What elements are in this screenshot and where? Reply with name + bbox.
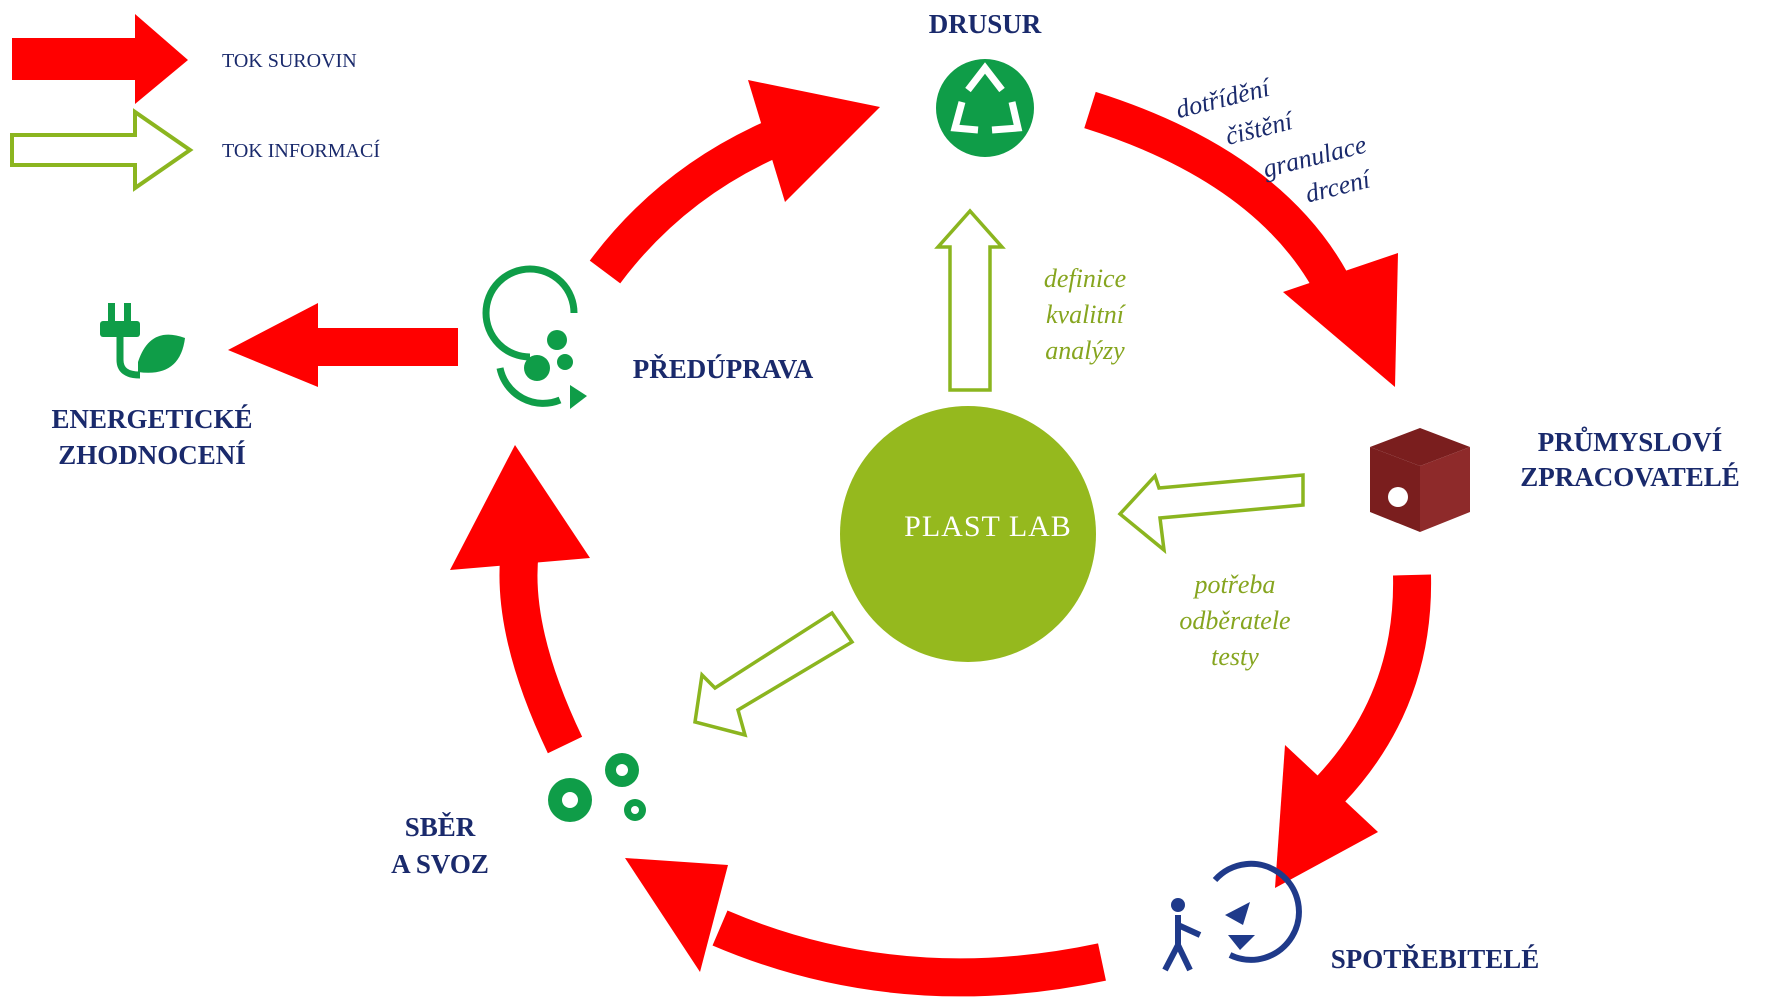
recycle-icon [936, 59, 1034, 157]
box-icon [1370, 428, 1470, 532]
arc-processors-to-consumers-head [1275, 745, 1378, 888]
processors-lab-note-1: potřeba [1194, 570, 1276, 599]
processors-label-line1: PRŮMYSLOVÍ [1537, 427, 1723, 457]
arc-drusur-to-processors [1084, 91, 1358, 309]
gears-cycle-icon [482, 265, 587, 409]
lab-drusur-note-3: analýzy [1045, 336, 1125, 365]
collection-label-line1: SBĚR [404, 812, 476, 842]
arc-preprocessing-to-drusur [589, 122, 778, 284]
plast-lab-circle [840, 406, 1096, 662]
info-arrow-processors-to-lab [1117, 472, 1305, 555]
preprocessing-label: PŘEDÚPRAVA [632, 354, 814, 384]
info-arrow-lab-to-collection [693, 610, 855, 738]
drusur-label: DRUSUR [928, 9, 1042, 39]
power-plug-leaf-icon [100, 303, 185, 379]
lab-drusur-note-1: definice [1043, 264, 1127, 293]
gears-icon [548, 753, 646, 822]
legend-raw-flow-label: TOK SUROVIN [222, 50, 357, 72]
legend-info-flow-arrow [10, 108, 194, 192]
legend-info-flow-label: TOK INFORMACÍ [222, 140, 380, 162]
collection-label-line2: A SVOZ [391, 849, 489, 879]
arc-collection-to-preprocessing [499, 547, 583, 754]
consumers-label: SPOTŘEBITELÉ [1330, 944, 1540, 974]
person-recycling-icon [1162, 860, 1302, 972]
info-arrow-lab-to-drusur [934, 208, 1006, 392]
arc-consumers-to-collection-head [625, 858, 728, 972]
energy-label-line1: ENERGETICKÉ [51, 404, 253, 434]
processors-label-line2: ZPRACOVATELÉ [1520, 462, 1740, 492]
legend-raw-flow-arrow [12, 14, 188, 104]
arc-preprocessing-to-drusur-head [748, 80, 880, 202]
lab-drusur-note-2: kvalitní [1046, 300, 1124, 329]
processors-lab-note-2: odběratele [1179, 606, 1291, 635]
arc-drusur-to-processors-head [1283, 253, 1398, 387]
arrow-preprocessing-to-energy [228, 303, 458, 387]
arc-processors-to-consumers [1316, 574, 1432, 804]
arc-consumers-to-collection [712, 910, 1106, 997]
arc-collection-to-preprocessing-head [450, 445, 590, 570]
energy-label-line2: ZHODNOCENÍ [58, 440, 246, 470]
processors-lab-note-3: testy [1211, 642, 1259, 671]
plast-lab-label: PLAST LAB [904, 510, 1072, 543]
